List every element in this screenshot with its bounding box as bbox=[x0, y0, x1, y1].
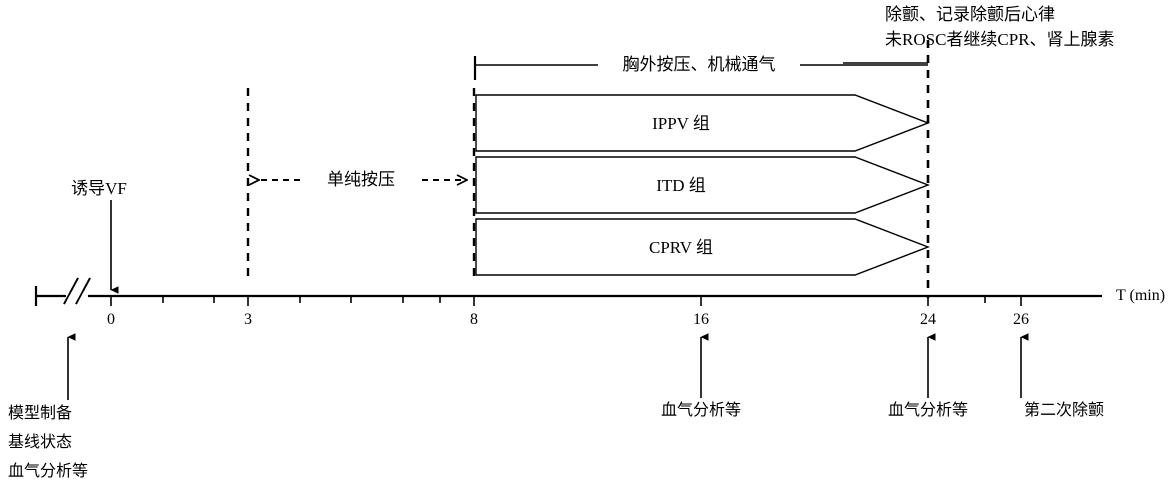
axis-tick-label-3: 3 bbox=[244, 311, 252, 328]
induce-vf-label: 诱导VF bbox=[71, 179, 127, 198]
group-box-itd bbox=[475, 156, 930, 214]
phase-header-rule bbox=[473, 56, 928, 80]
axis-title: T (min) bbox=[1116, 287, 1166, 304]
compression-only-label: 单纯按压 bbox=[327, 170, 395, 189]
group-label-cprv: CPRV 组 bbox=[649, 238, 713, 257]
group-label-ippv: IPPV 组 bbox=[652, 114, 710, 133]
top-annotation-line2: 未ROSC者继续CPR、肾上腺素 bbox=[885, 30, 1115, 49]
group-label-itd: ITD 组 bbox=[656, 176, 706, 195]
axis-tick-label-26: 26 bbox=[1013, 311, 1029, 328]
phase-header-label: 胸外按压、机械通气 bbox=[622, 55, 776, 74]
axis-tick-label-0: 0 bbox=[107, 311, 115, 328]
axis-ticks bbox=[110, 296, 1022, 306]
axis-tick-label-24: 24 bbox=[920, 311, 936, 328]
axis-tick-label-16: 16 bbox=[693, 311, 709, 328]
axis-tick-label-8: 8 bbox=[470, 311, 478, 328]
time-axis bbox=[34, 277, 1102, 306]
baseline-note-line3: 血气分析等 bbox=[8, 463, 89, 480]
baseline-note-line1: 模型制备 bbox=[8, 405, 73, 422]
baseline-note-line2: 基线状态 bbox=[8, 434, 73, 451]
second-defib-label: 第二次除颤 bbox=[1023, 402, 1105, 419]
blood-gas-24-label: 血气分析等 bbox=[887, 402, 969, 419]
group-box-ippv bbox=[475, 94, 930, 152]
blood-gas-16-label: 血气分析等 bbox=[660, 402, 742, 419]
group-box-cprv bbox=[475, 218, 930, 276]
top-annotation-line1: 除颤、记录除颤后心律 bbox=[885, 5, 1055, 24]
